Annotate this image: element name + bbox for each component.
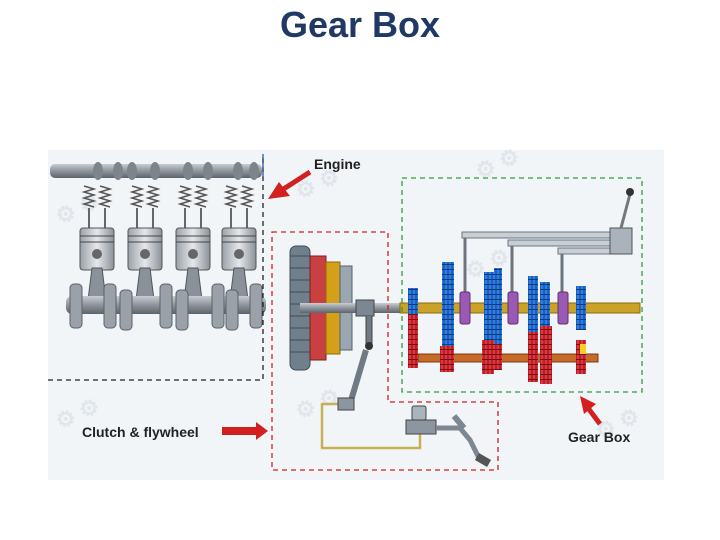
blue-gears xyxy=(408,262,586,354)
valve-springs xyxy=(81,185,255,208)
gearbox-boundary xyxy=(401,177,643,393)
engine-label: Engine xyxy=(314,156,361,172)
clutch-pedal xyxy=(436,425,483,462)
engine-arrow xyxy=(268,169,312,199)
slide-title: Gear Box xyxy=(279,4,441,45)
gearbox-arrow xyxy=(580,396,602,426)
gearbox xyxy=(399,177,643,393)
synchronizers xyxy=(459,291,569,325)
pistons xyxy=(79,227,257,271)
clutch-label: Clutch & flywheel xyxy=(82,424,199,440)
gear-shifter xyxy=(609,227,633,255)
input-shaft xyxy=(300,303,400,313)
gearbox-label: Gear Box xyxy=(568,429,630,445)
clutch-arrow xyxy=(222,422,268,440)
main-shaft xyxy=(399,302,641,314)
master-cylinder xyxy=(411,405,427,421)
red-gears xyxy=(408,314,586,384)
clutch-flywheel xyxy=(271,231,499,471)
crankshaft xyxy=(66,283,266,331)
clutch-boundary xyxy=(271,231,499,471)
engine xyxy=(48,154,266,381)
